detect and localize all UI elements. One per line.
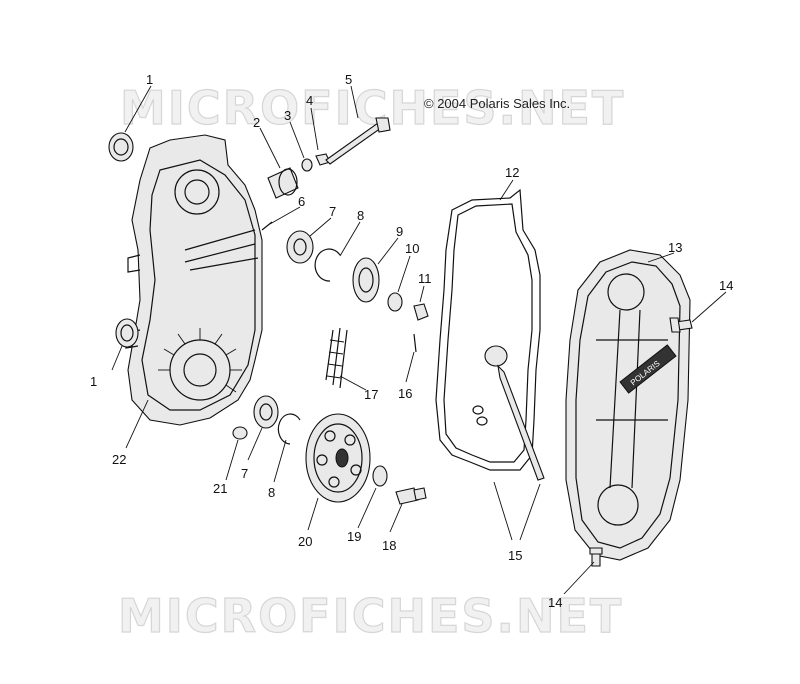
watermark-bottom: MICROFICHES.NET — [118, 589, 623, 643]
callout-5: 5 — [345, 72, 352, 87]
cover-bolt-upper — [669, 317, 693, 333]
lower-sprocket — [305, 413, 371, 503]
callout-1-top: 1 — [146, 72, 153, 87]
snap-ring-lower — [277, 413, 301, 445]
cotter-pin — [413, 333, 417, 353]
callout-18: 18 — [382, 538, 396, 553]
callout-17: 17 — [364, 387, 378, 402]
watermark-top: MICROFICHES.NET — [120, 81, 625, 135]
washer-part-10 — [387, 292, 403, 312]
callout-13: 13 — [668, 240, 682, 255]
callout-15: 15 — [508, 548, 522, 563]
chaincase-housing — [125, 134, 263, 426]
callout-4: 4 — [306, 93, 313, 108]
callout-11: 11 — [418, 271, 432, 286]
callout-21: 21 — [213, 481, 227, 496]
long-bolt — [325, 117, 391, 165]
callout-14-lower: 14 — [548, 595, 562, 610]
chaincase-cover: POLARIS — [565, 249, 691, 561]
washer-part-3 — [301, 158, 313, 172]
oil-seal-bottom — [115, 318, 139, 348]
bolt-part-18 — [395, 487, 427, 505]
bearing-lower — [253, 395, 279, 429]
callout-20: 20 — [298, 534, 312, 549]
leader-lines — [111, 85, 727, 595]
callout-16: 16 — [398, 386, 412, 401]
callout-3: 3 — [284, 108, 291, 123]
callout-12: 12 — [505, 165, 519, 180]
callout-7-top: 7 — [329, 204, 336, 219]
callout-22: 22 — [112, 452, 126, 467]
callout-8-top: 8 — [357, 208, 364, 223]
tensioner-roller — [267, 167, 299, 199]
callout-6: 6 — [298, 194, 305, 209]
oil-seal-top — [108, 132, 134, 162]
callout-8-bottom: 8 — [268, 485, 275, 500]
callout-9: 9 — [396, 224, 403, 239]
snap-ring-upper — [314, 248, 341, 282]
nut-part-11 — [413, 303, 429, 321]
callout-numbers: 1 1 2 3 4 5 6 7 7 8 8 9 10 11 12 13 14 1… — [90, 72, 733, 610]
bearing-upper — [286, 230, 314, 264]
copyright-text: © 2004 Polaris Sales Inc. — [424, 96, 570, 111]
washer-part-19 — [372, 465, 388, 487]
drain-plug — [232, 426, 248, 440]
drive-chain — [325, 327, 348, 389]
callout-10: 10 — [405, 241, 419, 256]
callout-19: 19 — [347, 529, 361, 544]
callout-7-bottom: 7 — [241, 466, 248, 481]
upper-sprocket — [352, 257, 380, 303]
callout-1-bottom: 1 — [90, 374, 97, 389]
cover-bolt-lower — [589, 547, 603, 567]
dipstick — [472, 345, 545, 481]
callout-2: 2 — [253, 115, 260, 130]
callout-14-upper: 14 — [719, 278, 733, 293]
